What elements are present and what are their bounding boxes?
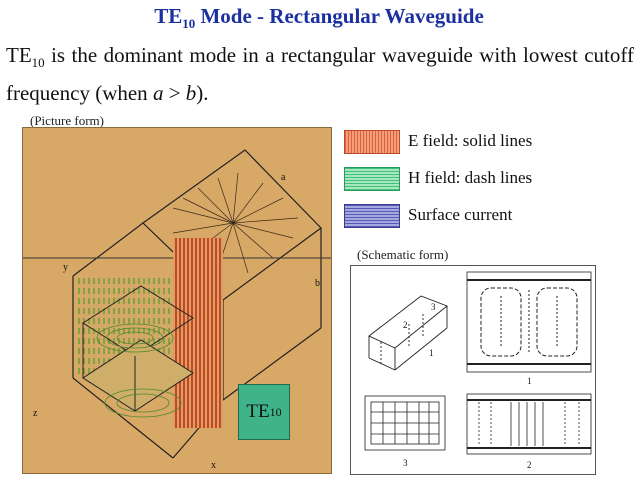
title-rest: Mode - Rectangular Waveguide bbox=[195, 4, 484, 28]
schem-label-1-right: 1 bbox=[527, 376, 532, 386]
title-text: TE bbox=[154, 4, 183, 28]
schem-label-3-bottom: 3 bbox=[403, 458, 408, 468]
slide-title: TE10 Mode - Rectangular Waveguide bbox=[0, 4, 638, 32]
schem-label-2-bottom: 2 bbox=[527, 460, 532, 470]
legend-label-e-field: E field: solid lines bbox=[408, 131, 533, 150]
schematic-h-loops bbox=[466, 271, 592, 373]
schematic-caption: (Schematic form) bbox=[357, 247, 449, 262]
legend-label-surface-current: Surface current bbox=[408, 205, 513, 224]
schematic-current-lines bbox=[466, 393, 592, 455]
legend-label-h-field: H field: dash lines bbox=[408, 168, 533, 187]
cutaway-box bbox=[82, 285, 194, 412]
axis-z-label: z bbox=[33, 408, 38, 419]
intro-subscript: 10 bbox=[31, 55, 45, 71]
legend-swatch-h-field bbox=[344, 167, 400, 191]
intro-var-b: b bbox=[185, 81, 197, 106]
intro-gt: > bbox=[163, 81, 186, 106]
intro-te: TE bbox=[6, 43, 32, 67]
intro-end: ). bbox=[196, 81, 209, 106]
schematic-grid bbox=[364, 395, 446, 451]
schematic-diagram: 3 2 1 1 3 bbox=[350, 265, 596, 475]
dim-b-label: b bbox=[315, 278, 320, 289]
intro-var-a: a bbox=[152, 81, 164, 106]
legend-swatch-surface-current bbox=[344, 204, 400, 228]
curved-field-lines bbox=[96, 323, 182, 418]
schem-label-3-top: 3 bbox=[431, 302, 436, 312]
top-face-field bbox=[172, 172, 299, 274]
intro-paragraph: TE10 is the dominant mode in a rectangul… bbox=[6, 40, 634, 109]
schematic-3d-box bbox=[368, 295, 448, 371]
schematic-illustration: 3 2 1 1 3 bbox=[364, 271, 592, 470]
intro-text: is the dominant mode in a rectangular wa… bbox=[6, 43, 634, 106]
e-field-region bbox=[173, 238, 223, 428]
te10-badge-subscript: 10 bbox=[269, 404, 282, 419]
axis-x-label: x bbox=[211, 460, 216, 471]
legend-swatch-e-field bbox=[344, 130, 400, 154]
title-subscript: 10 bbox=[182, 16, 196, 32]
schem-label-1-top: 1 bbox=[429, 348, 434, 358]
picture-caption: (Picture form) bbox=[30, 113, 105, 128]
dim-a-label: a bbox=[281, 172, 286, 183]
te10-badge-text: TE bbox=[246, 401, 270, 422]
waveguide-illustration: y z x a b bbox=[23, 149, 331, 471]
schem-label-2-top: 2 bbox=[403, 320, 408, 330]
axis-y-label: y bbox=[63, 262, 68, 273]
